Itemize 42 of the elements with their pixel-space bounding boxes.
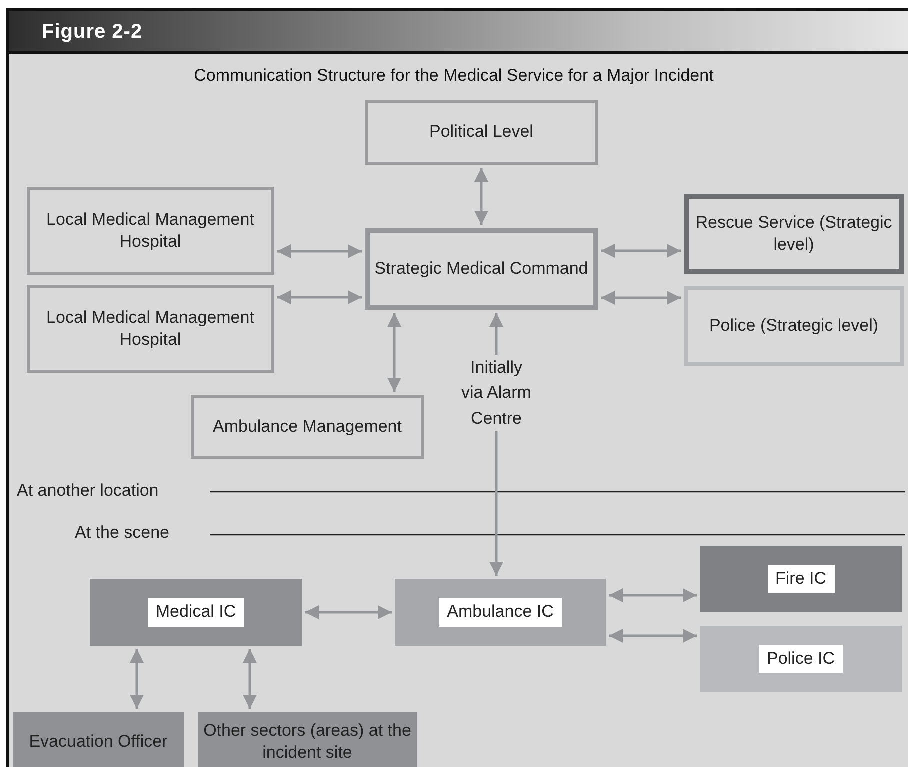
node-text: Ambulance Management <box>212 416 402 438</box>
box <box>191 395 424 459</box>
box <box>684 194 904 274</box>
box <box>684 286 904 366</box>
double-arrow <box>130 649 144 709</box>
command-box <box>365 228 598 310</box>
double-arrow <box>388 313 402 392</box>
node-text: Rescue Service (Strategic level) <box>694 212 894 256</box>
double-arrow <box>609 629 697 643</box>
double-arrow <box>601 291 681 305</box>
zone-label: At another location <box>17 481 159 501</box>
double-arrow <box>243 649 257 709</box>
double-arrow <box>305 606 392 620</box>
double-arrow <box>474 168 488 225</box>
box <box>27 285 274 373</box>
node-text: Local Medical Management Hospital <box>46 306 256 351</box>
box <box>13 712 184 767</box>
node-label: Fire IC <box>768 564 834 594</box>
command-box <box>395 579 606 646</box>
double-arrow <box>277 290 362 304</box>
node-text: Local Medical Management Hospital <box>46 208 256 253</box>
box <box>27 187 274 275</box>
command-box <box>700 546 902 612</box>
box <box>198 712 417 767</box>
double-arrow <box>601 244 681 258</box>
box <box>365 100 598 165</box>
command-box <box>700 626 902 692</box>
node-label: Ambulance IC <box>439 598 562 627</box>
node-text: Police (Strategic level) <box>709 314 879 337</box>
node-label: Police IC <box>758 644 844 674</box>
edge-label: Initially via Alarm Centre <box>462 354 532 431</box>
node-label: Medical IC <box>148 598 244 627</box>
diagram-title: Communication Structure for the Medical Service for a Major Incident <box>193 66 715 86</box>
double-arrow <box>609 588 697 602</box>
node-text: Other sectors (areas) at the incident site <box>202 720 412 764</box>
command-box <box>90 579 302 646</box>
node-text: Evacuation Officer <box>29 730 168 753</box>
figure-number: Figure 2-2 <box>42 21 143 44</box>
zone-label: At the scene <box>75 523 170 543</box>
node-text: Political Level <box>430 121 534 144</box>
double-arrow <box>277 244 362 258</box>
node-text: Strategic Medical Command <box>374 258 588 280</box>
